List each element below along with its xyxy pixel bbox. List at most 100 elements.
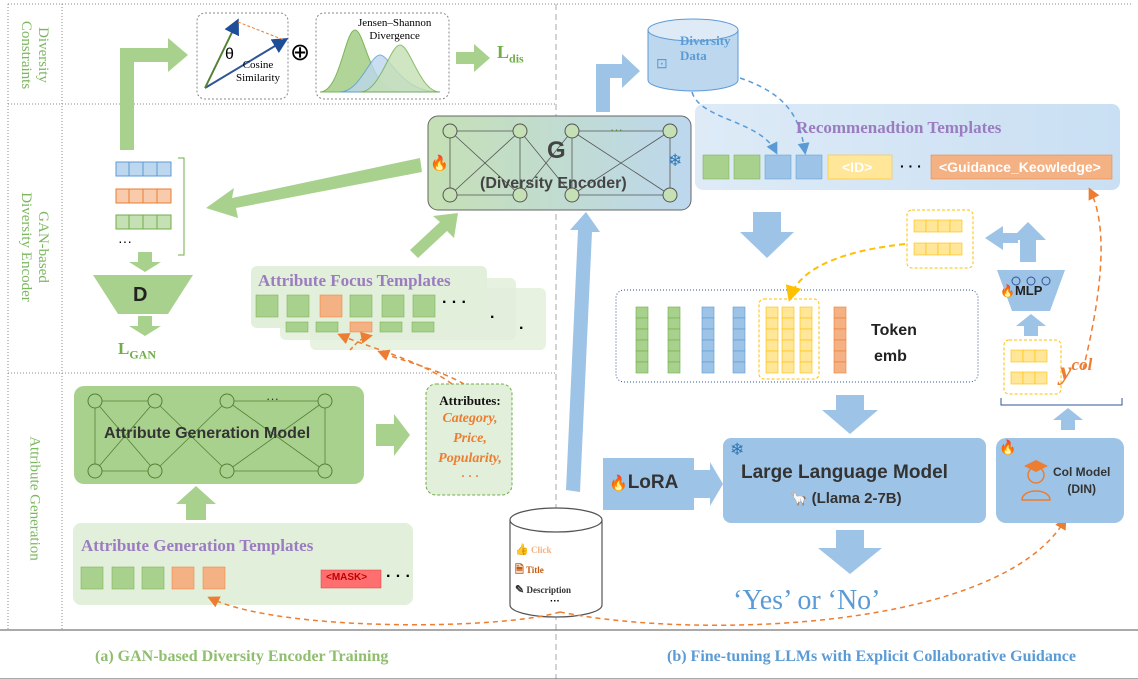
token-emb-cell <box>701 350 715 363</box>
cosine-label-line: Similarity <box>236 72 280 84</box>
token-emb-cell <box>781 317 795 330</box>
token-columns <box>635 298 847 380</box>
lora-box <box>603 458 723 510</box>
attr-gen-model-label: Attribute Generation Model <box>104 425 311 442</box>
rec-templates-title: Recommenadtion Templates <box>796 118 1002 137</box>
db-item-label: Click <box>530 545 552 555</box>
focus-templates-title: Attribute Focus Templates <box>258 271 451 290</box>
token-emb-label: Token emb <box>871 318 917 370</box>
db-item-title: 🗎 Title <box>515 560 571 580</box>
cosine-label: Cosine Similarity <box>236 59 280 85</box>
token-emb-cell <box>781 339 795 352</box>
l-dis-label: Ldis <box>497 42 524 67</box>
token-emb-cell <box>635 350 649 363</box>
rec-dots: · · · <box>900 158 922 174</box>
embedding-ellipsis: ··· <box>118 233 132 249</box>
focus-dots-1: · · · <box>442 294 467 311</box>
g-dots: ··· <box>610 122 623 137</box>
llm-snowflake-icon: ❄ <box>730 440 745 459</box>
mlp-block <box>997 270 1065 336</box>
orange-dashed-links <box>207 333 1067 627</box>
attribute-item: Popularity, <box>438 451 502 466</box>
mlp-fire-icon: 🔥 <box>1000 284 1015 298</box>
diversity-data-label: Diversity Data <box>680 33 731 63</box>
diversity-encoder-label: (Diversity Encoder) <box>480 175 627 192</box>
id-token: <ID> <box>842 159 873 175</box>
edit-document-icon: ✎ <box>515 584 525 596</box>
l-gan-main: L <box>118 339 130 358</box>
back-arrow <box>206 158 422 218</box>
l-gan-sub: GAN <box>129 347 157 362</box>
mlp-label: 🔥MLP <box>1000 283 1042 298</box>
ycol-arrow <box>1082 187 1102 371</box>
token-emb-cell <box>701 317 715 330</box>
g-label: G <box>547 137 566 164</box>
token-emb-cell <box>635 317 649 330</box>
attributes-box <box>425 383 513 496</box>
l-dis-arrow <box>456 44 490 72</box>
token-emb-line: emb <box>874 348 907 365</box>
l-gan-label: LGAN <box>118 339 156 362</box>
col-fire-icon: 🔥 <box>999 441 1017 456</box>
llama-icon: 🦙 <box>790 490 808 506</box>
templates-to-model-arrow <box>176 486 216 520</box>
lora-label: 🔥LoRA <box>609 472 678 494</box>
llm-box <box>723 438 986 523</box>
token-emb-cell <box>732 328 746 341</box>
caption-b: (b) Fine-tuning LLMs with Explicit Colla… <box>667 648 1076 665</box>
token-emb-cell <box>799 317 813 330</box>
token-emb-cell <box>635 361 649 374</box>
llm-subtitle: 🦙 (Llama 2-7B) <box>790 490 902 507</box>
token-emb-cell <box>765 361 779 374</box>
attr-gen-templates-title: Attribute Generation Templates <box>81 536 314 555</box>
db-item-click: 👍 Click <box>515 540 571 560</box>
l-dis-sub: dis <box>509 51 524 66</box>
token-emb-cell <box>635 339 649 352</box>
focus-dots-3: . <box>519 316 524 333</box>
llm-title: Large Language Model <box>741 462 948 483</box>
llm-subtitle-text: (Llama 2-7B) <box>811 490 902 507</box>
token-emb-cell <box>781 306 795 319</box>
col-model-label: Col Model (DIN) <box>1053 464 1110 498</box>
token-emb-cell <box>701 339 715 352</box>
attr-gen-dots: · · · <box>386 568 411 585</box>
mlp-text: MLP <box>1014 283 1043 298</box>
db-item-description: ✎ Description <box>515 580 571 600</box>
diversity-data-line: Data <box>680 48 707 63</box>
attributes-title: Attributes: <box>439 393 501 408</box>
model-to-attr-arrow <box>376 414 410 456</box>
js-label-line: Divergence <box>369 30 420 42</box>
token-emb-cell <box>833 339 847 352</box>
mask-token: <MASK> <box>326 572 368 583</box>
document-search-icon: 🗎 <box>515 564 524 576</box>
token-emb-cell <box>781 350 795 363</box>
thumbs-up-icon: 👍 <box>515 544 529 556</box>
ycol-main: y <box>1060 356 1072 386</box>
side-label-line: Diversity <box>35 27 51 83</box>
mlp-up-arrow-top <box>985 222 1046 262</box>
token-emb-cell <box>799 350 813 363</box>
token-emb-cell <box>701 328 715 341</box>
output-label: ‘Yes’ or ‘No’ <box>733 585 881 616</box>
to-diversity-arrow <box>596 54 640 112</box>
token-emb-cell <box>781 361 795 374</box>
focus-dots-2: . <box>490 305 495 322</box>
caption-a: (a) GAN-based Diversity Encoder Training <box>95 648 389 665</box>
g-fire-icon: 🔥 <box>430 156 449 172</box>
token-emb-cell <box>667 317 681 330</box>
token-emb-cell <box>799 306 813 319</box>
generator-box <box>427 115 692 211</box>
col-model-line: (DIN) <box>1067 482 1096 496</box>
token-emb-cell <box>635 306 649 319</box>
rec-to-token-arrow <box>740 212 794 258</box>
attr-gen-model-box <box>74 386 364 484</box>
db-item-label: Title <box>525 565 544 575</box>
database-items: 👍 Click 🗎 Title ✎ Description <box>515 540 571 600</box>
attr-gen-model-dots: ··· <box>266 391 279 406</box>
attribute-item: · · · <box>460 469 479 483</box>
focus-templates <box>251 266 546 351</box>
js-label-line: Jensen–Shannon <box>358 17 432 29</box>
js-box <box>315 12 450 100</box>
side-label-attribute-generation: Attribute Generation <box>14 400 54 600</box>
token-emb-cell <box>667 306 681 319</box>
